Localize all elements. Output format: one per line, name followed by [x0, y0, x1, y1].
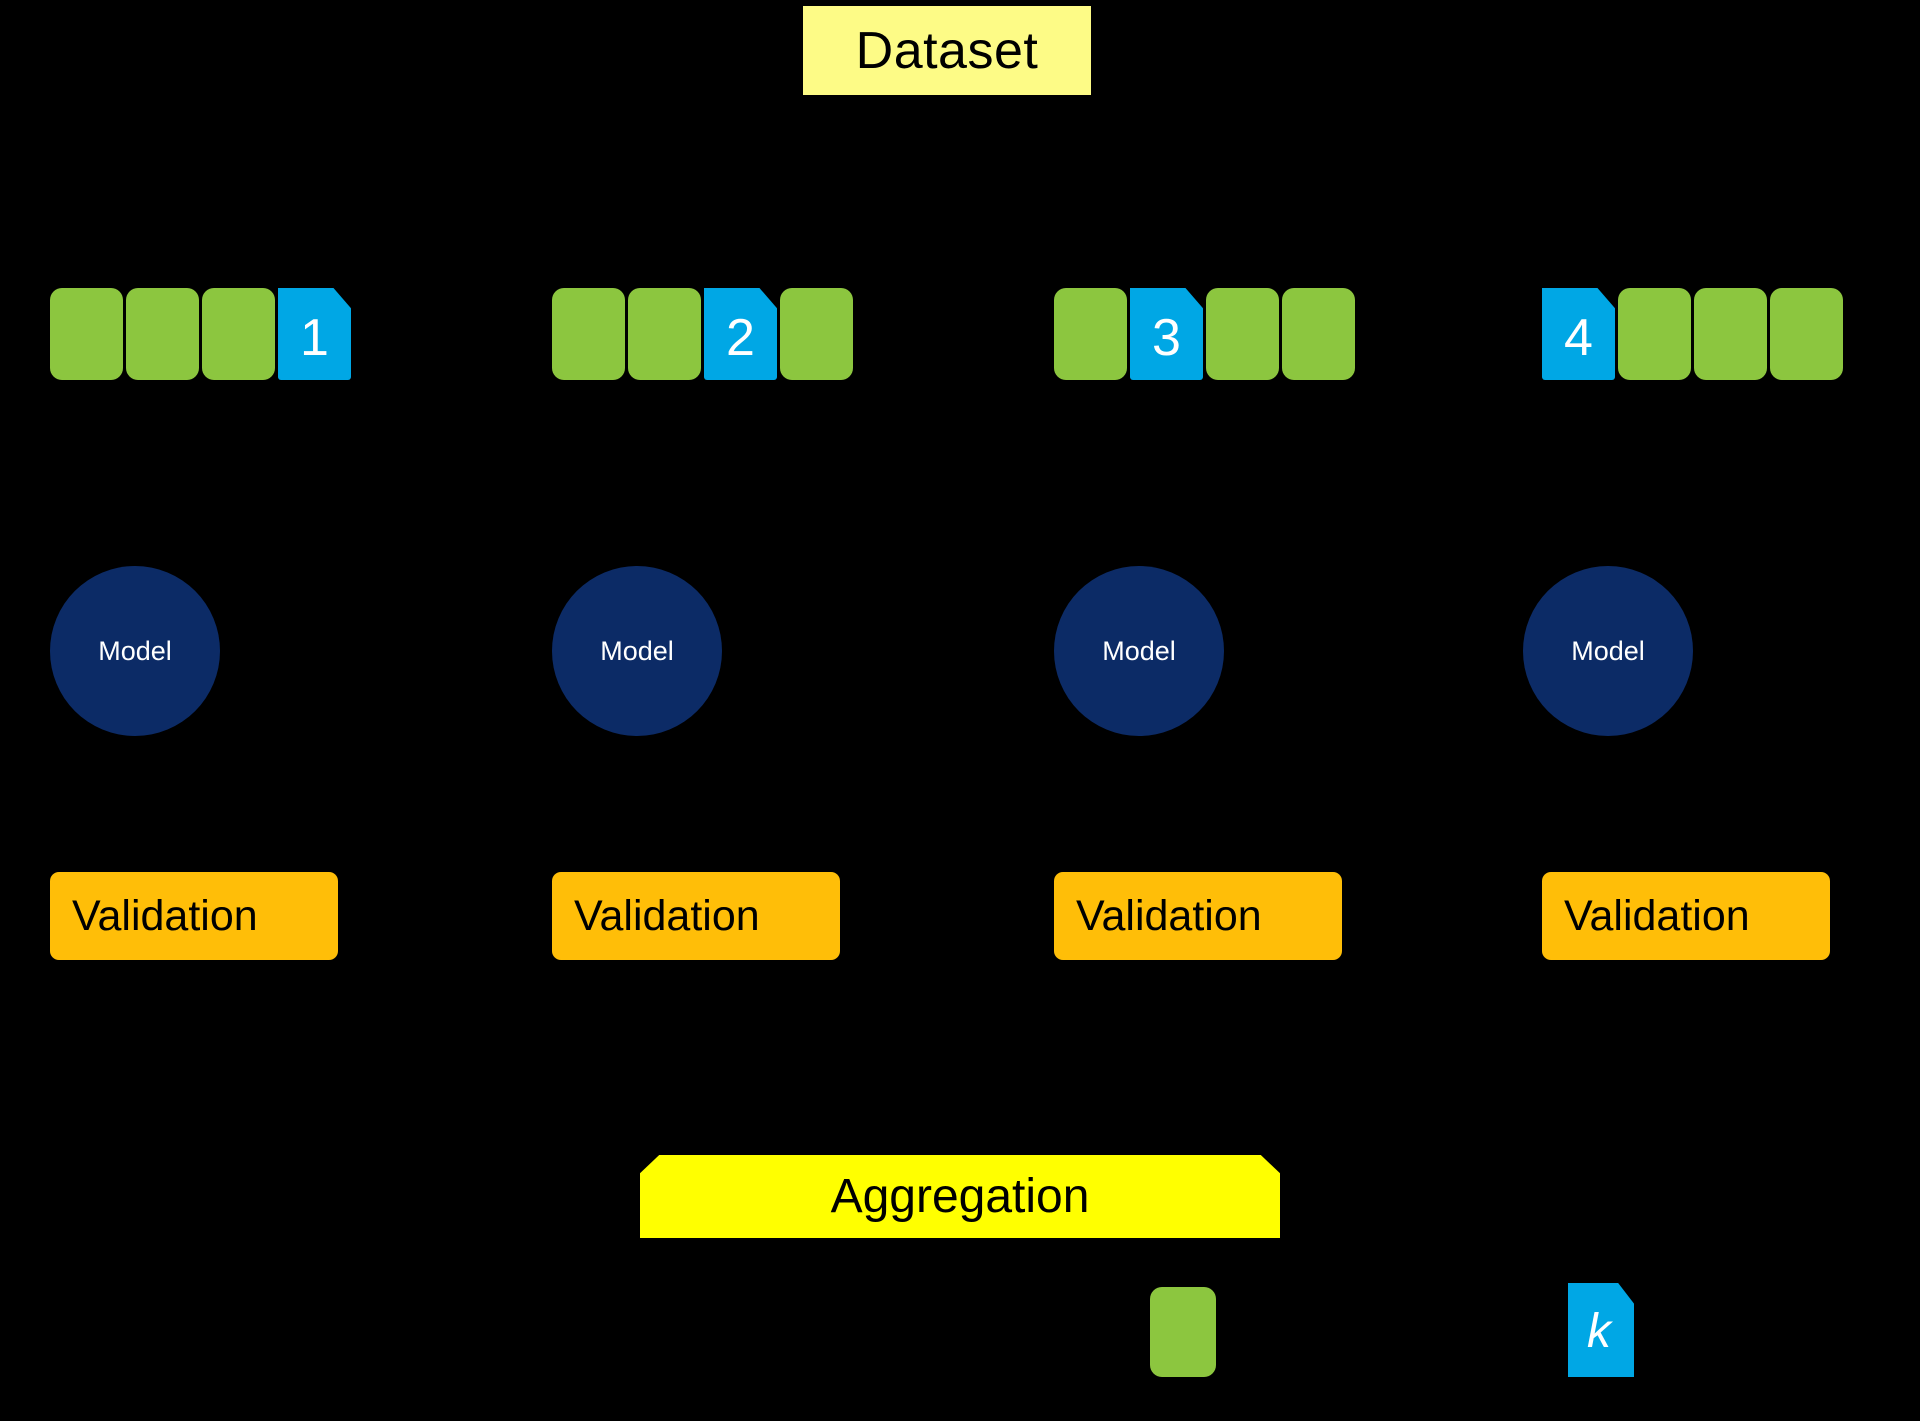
model-label: Model — [1102, 635, 1176, 666]
fold-number-label: 3 — [1152, 309, 1181, 367]
validation-box-3: Validation — [1054, 872, 1342, 960]
legend-test-swatch: k — [1568, 1283, 1634, 1377]
validation-label: Validation — [574, 891, 760, 940]
validation-label: Validation — [72, 891, 258, 940]
model-label: Model — [98, 635, 172, 666]
train-block — [552, 288, 625, 380]
test-block: 3 — [1130, 288, 1203, 380]
train-block — [1618, 288, 1691, 380]
model-circle-2: Model — [552, 566, 722, 736]
legend-k-label: k — [1587, 1305, 1611, 1358]
train-block — [1770, 288, 1843, 380]
model-label: Model — [600, 635, 674, 666]
validation-box-4: Validation — [1542, 872, 1830, 960]
train-block — [1282, 288, 1355, 380]
fold-row-1: 1 — [50, 288, 354, 380]
train-block — [628, 288, 701, 380]
dataset-box: Dataset — [803, 6, 1091, 95]
train-block — [1054, 288, 1127, 380]
validation-label: Validation — [1564, 891, 1750, 940]
model-circle-1: Model — [50, 566, 220, 736]
fold-number-label: 4 — [1564, 309, 1593, 367]
test-block: 4 — [1542, 288, 1615, 380]
fold-row-3: 3 — [1054, 288, 1358, 380]
train-block — [126, 288, 199, 380]
train-block — [1694, 288, 1767, 380]
train-block — [50, 288, 123, 380]
validation-box-1: Validation — [50, 872, 338, 960]
test-block: 1 — [278, 288, 351, 380]
train-block — [780, 288, 853, 380]
aggregation-box: Aggregation — [640, 1155, 1280, 1238]
model-label: Model — [1571, 635, 1645, 666]
fold-row-2: 2 — [552, 288, 856, 380]
dataset-label: Dataset — [855, 21, 1039, 80]
model-circle-3: Model — [1054, 566, 1224, 736]
fold-row-4: 4 — [1542, 288, 1846, 380]
validation-label: Validation — [1076, 891, 1262, 940]
train-block — [1206, 288, 1279, 380]
fold-number-label: 1 — [300, 309, 329, 367]
test-block: 2 — [704, 288, 777, 380]
fold-number-label: 2 — [726, 309, 755, 367]
train-block — [202, 288, 275, 380]
validation-box-2: Validation — [552, 872, 840, 960]
aggregation-label: Aggregation — [830, 1169, 1090, 1223]
legend-train-swatch — [1150, 1287, 1216, 1377]
model-circle-4: Model — [1523, 566, 1693, 736]
